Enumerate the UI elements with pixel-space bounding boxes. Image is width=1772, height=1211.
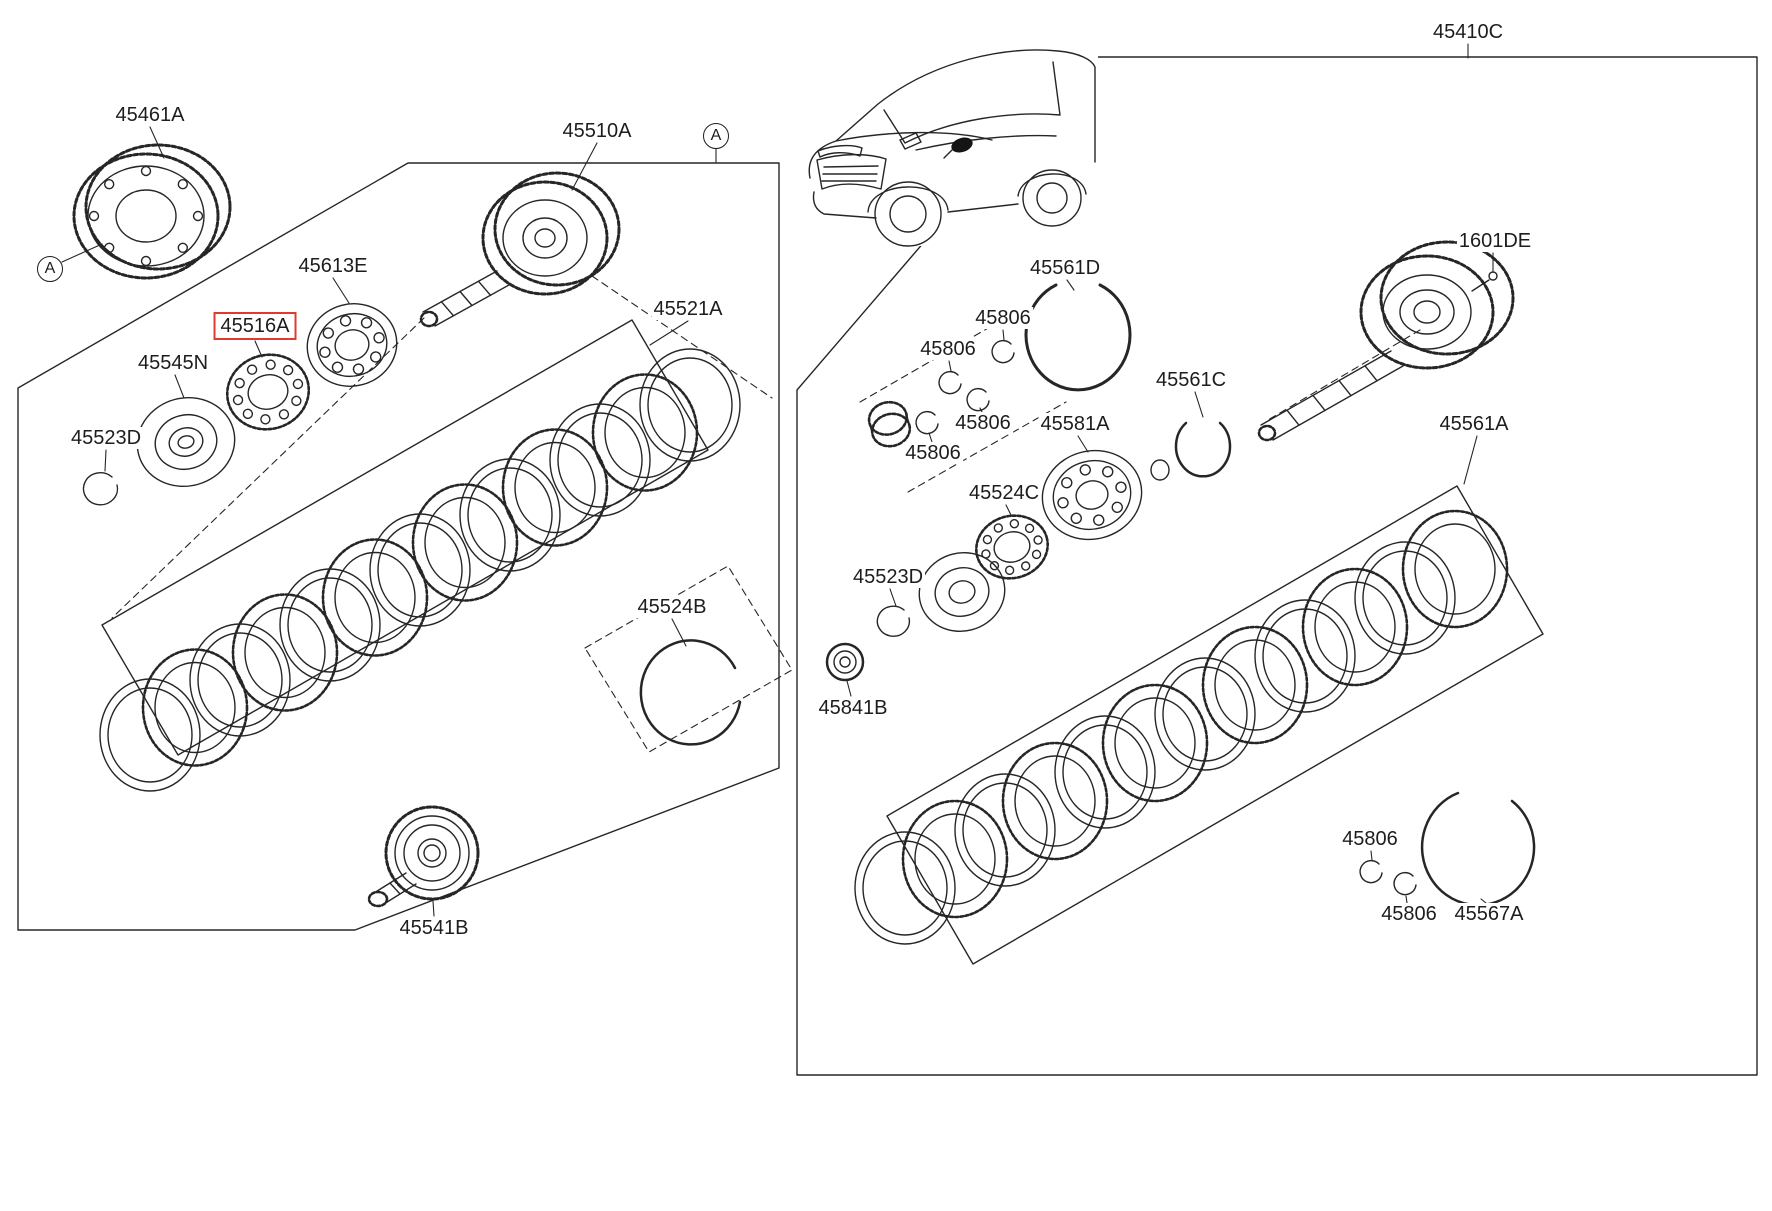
part-label-45613e[interactable]: 45613E — [296, 255, 370, 277]
part-drawing-45561c — [1174, 421, 1232, 478]
part-drawing-45523d-left — [82, 472, 119, 506]
part-label-45806-3[interactable]: 45806 — [953, 412, 1013, 434]
part-label-45510a[interactable]: 45510A — [560, 120, 634, 142]
small-ring-drawing — [1150, 459, 1170, 481]
part-label-45521a[interactable]: 45521A — [651, 298, 725, 320]
part-drawing-45510a — [419, 171, 621, 328]
part-label-45461a[interactable]: 45461A — [113, 104, 187, 126]
part-drawing-45461a — [72, 143, 232, 280]
part-label-45561d[interactable]: 45561D — [1027, 257, 1103, 279]
part-label-45841b[interactable]: 45841B — [816, 697, 890, 719]
part-label-45806-6[interactable]: 45806 — [1379, 903, 1439, 925]
part-label-45545n[interactable]: 45545N — [135, 352, 211, 374]
left-assembly — [72, 143, 742, 908]
part-drawing-45545n — [136, 396, 236, 488]
car-illustration — [798, 40, 1098, 247]
rear-wheel — [1022, 169, 1082, 227]
part-label-45516a[interactable]: 45516A — [213, 312, 297, 340]
part-drawing-45410c — [1257, 240, 1515, 442]
front-wheel — [874, 181, 942, 247]
view-callout-a-left: A — [37, 256, 63, 282]
part-label-45806-4[interactable]: 45806 — [903, 442, 963, 464]
part-drawing-45841b — [825, 642, 865, 682]
part-drawing-45516a[interactable] — [219, 346, 317, 439]
part-label-45806-5[interactable]: 45806 — [1340, 828, 1400, 850]
part-label-45523d-left[interactable]: 45523D — [68, 427, 144, 449]
needle-bearing-drawing — [867, 400, 912, 448]
part-label-45581a[interactable]: 45581A — [1038, 413, 1112, 435]
part-label-45524b[interactable]: 45524B — [635, 596, 709, 618]
part-label-45806-2[interactable]: 45806 — [918, 338, 978, 360]
part-drawing-45523d-right — [876, 605, 911, 637]
location-marker — [951, 137, 973, 153]
part-label-1601de[interactable]: 1601DE — [1456, 230, 1534, 252]
part-drawing-45613e — [306, 303, 398, 387]
part-label-45410c[interactable]: 45410C — [1430, 21, 1506, 43]
part-drawing-45581a — [1041, 449, 1143, 541]
part-drawing-45541b — [367, 805, 480, 908]
part-label-45561c[interactable]: 45561C — [1153, 369, 1229, 391]
part-label-45541b[interactable]: 45541B — [397, 917, 471, 939]
part-label-45806-1[interactable]: 45806 — [973, 307, 1033, 329]
leader-lines — [61, 43, 1494, 917]
part-label-45523d-right[interactable]: 45523D — [850, 566, 926, 588]
piston-drawing — [918, 552, 1006, 632]
part-drawing-45524c — [975, 514, 1049, 580]
part-drawing-45524b — [639, 639, 742, 746]
part-label-45567a[interactable]: 45567A — [1452, 903, 1526, 925]
part-drawing-1601de — [1488, 271, 1498, 281]
view-callout-a-top: A — [703, 123, 729, 149]
part-label-45561a[interactable]: 45561A — [1437, 413, 1511, 435]
part-label-45524c[interactable]: 45524C — [966, 482, 1042, 504]
